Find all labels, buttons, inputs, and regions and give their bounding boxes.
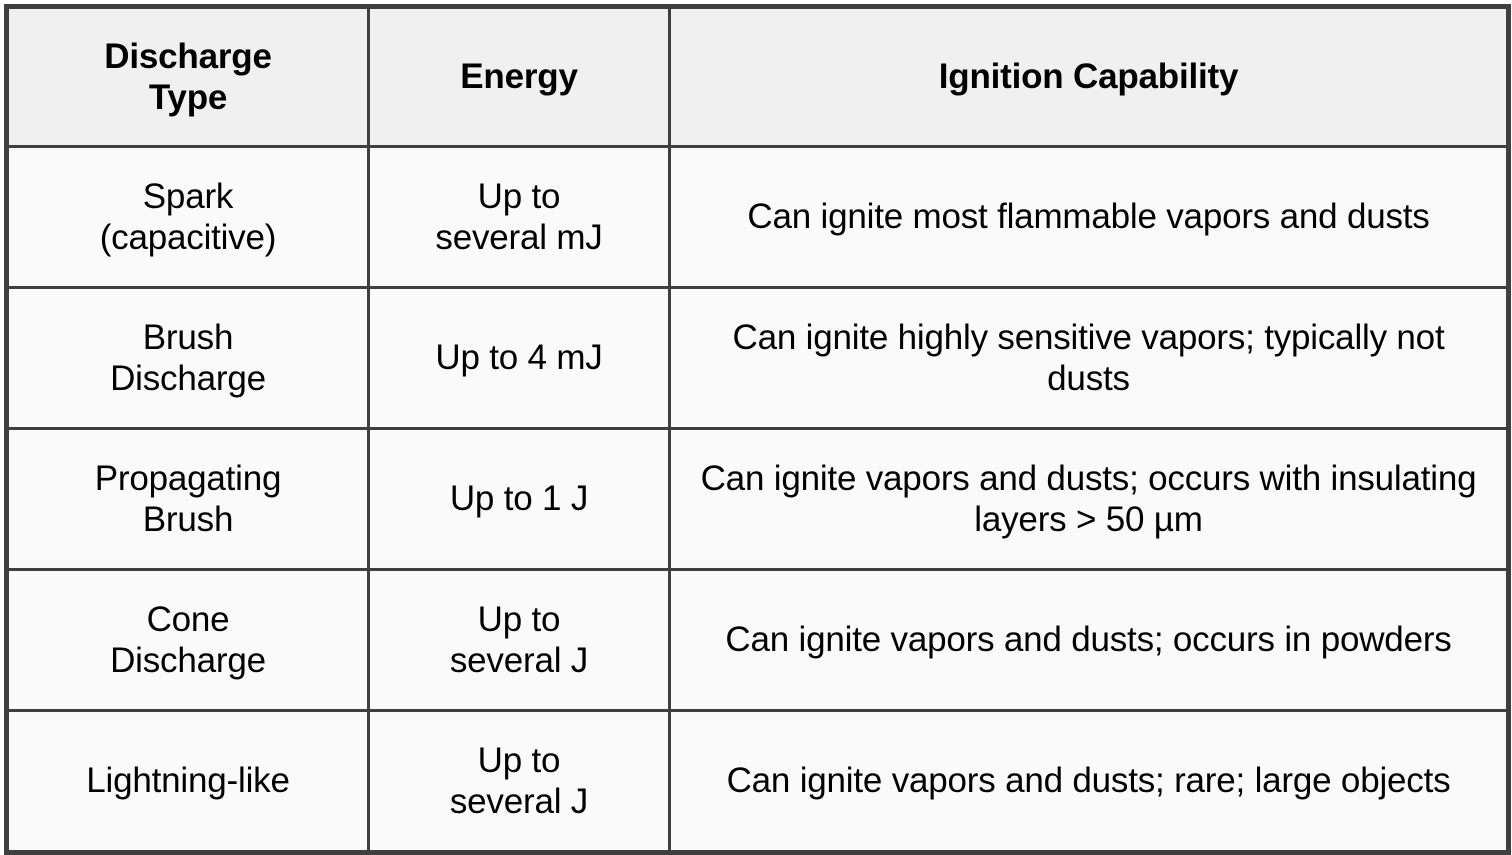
- cell-ignition-capability-text: Can ignite highly sensitive vapors; typi…: [732, 317, 1445, 398]
- table-header-row: Discharge Type Energy Ignition Capabilit…: [5, 5, 1510, 148]
- cell-ignition-capability: Can ignite highly sensitive vapors; typi…: [668, 286, 1510, 430]
- discharge-types-table: Discharge Type Energy Ignition Capabilit…: [4, 4, 1511, 855]
- table-row: Brush Discharge Up to 4 mJ Can ignite hi…: [5, 286, 1510, 430]
- table-row: Propagating Brush Up to 1 J Can ignite v…: [5, 427, 1510, 571]
- cell-discharge-type-text: Brush Discharge: [110, 317, 266, 398]
- cell-ignition-capability-text: Can ignite vapors and dusts; rare; large…: [726, 761, 1451, 801]
- cell-discharge-type-text: Spark (capacitive): [99, 176, 277, 257]
- cell-energy-text: Up to several J: [449, 740, 589, 821]
- cell-energy-text: Up to several J: [449, 599, 589, 680]
- cell-ignition-capability-text: Can ignite vapors and dusts; occurs with…: [700, 458, 1477, 539]
- table-row: Cone Discharge Up to several J Can ignit…: [5, 568, 1510, 712]
- cell-discharge-type-text: Lightning-like: [86, 761, 290, 801]
- cell-energy: Up to several J: [367, 568, 671, 712]
- cell-ignition-capability: Can ignite vapors and dusts; occurs with…: [668, 427, 1510, 571]
- column-header-discharge-type: Discharge Type: [5, 5, 370, 148]
- cell-discharge-type: Spark (capacitive): [5, 145, 370, 289]
- cell-ignition-capability: Can ignite most flammable vapors and dus…: [668, 145, 1510, 289]
- cell-energy: Up to 4 mJ: [367, 286, 671, 430]
- column-header-ignition-capability: Ignition Capability: [668, 5, 1510, 148]
- cell-discharge-type: Brush Discharge: [5, 286, 370, 430]
- column-header-energy: Energy: [367, 5, 671, 148]
- cell-discharge-type: Propagating Brush: [5, 427, 370, 571]
- cell-discharge-type: Lightning-like: [5, 709, 370, 854]
- cell-discharge-type: Cone Discharge: [5, 568, 370, 712]
- table-header: Discharge Type Energy Ignition Capabilit…: [5, 5, 1510, 148]
- table-row: Lightning-like Up to several J Can ignit…: [5, 709, 1510, 854]
- cell-ignition-capability-text: Can ignite vapors and dusts; occurs in p…: [725, 620, 1452, 660]
- cell-ignition-capability: Can ignite vapors and dusts; occurs in p…: [668, 568, 1510, 712]
- cell-energy: Up to several mJ: [367, 145, 671, 289]
- column-header-energy-label: Energy: [460, 57, 578, 97]
- cell-discharge-type-text: Propagating Brush: [94, 458, 282, 539]
- table-row: Spark (capacitive) Up to several mJ Can …: [5, 145, 1510, 289]
- cell-energy: Up to several J: [367, 709, 671, 854]
- cell-discharge-type-text: Cone Discharge: [110, 599, 266, 680]
- column-header-discharge-type-label: Discharge Type: [104, 36, 272, 117]
- cell-energy-text: Up to 1 J: [449, 479, 589, 519]
- cell-ignition-capability: Can ignite vapors and dusts; rare; large…: [668, 709, 1510, 854]
- cell-energy-text: Up to 4 mJ: [435, 338, 603, 378]
- cell-ignition-capability-text: Can ignite most flammable vapors and dus…: [747, 197, 1430, 237]
- column-header-ignition-capability-label: Ignition Capability: [938, 57, 1239, 97]
- cell-energy-text: Up to several mJ: [435, 176, 603, 257]
- table-body: Spark (capacitive) Up to several mJ Can …: [5, 145, 1510, 854]
- cell-energy: Up to 1 J: [367, 427, 671, 571]
- page-container: Discharge Type Energy Ignition Capabilit…: [4, 4, 1511, 855]
